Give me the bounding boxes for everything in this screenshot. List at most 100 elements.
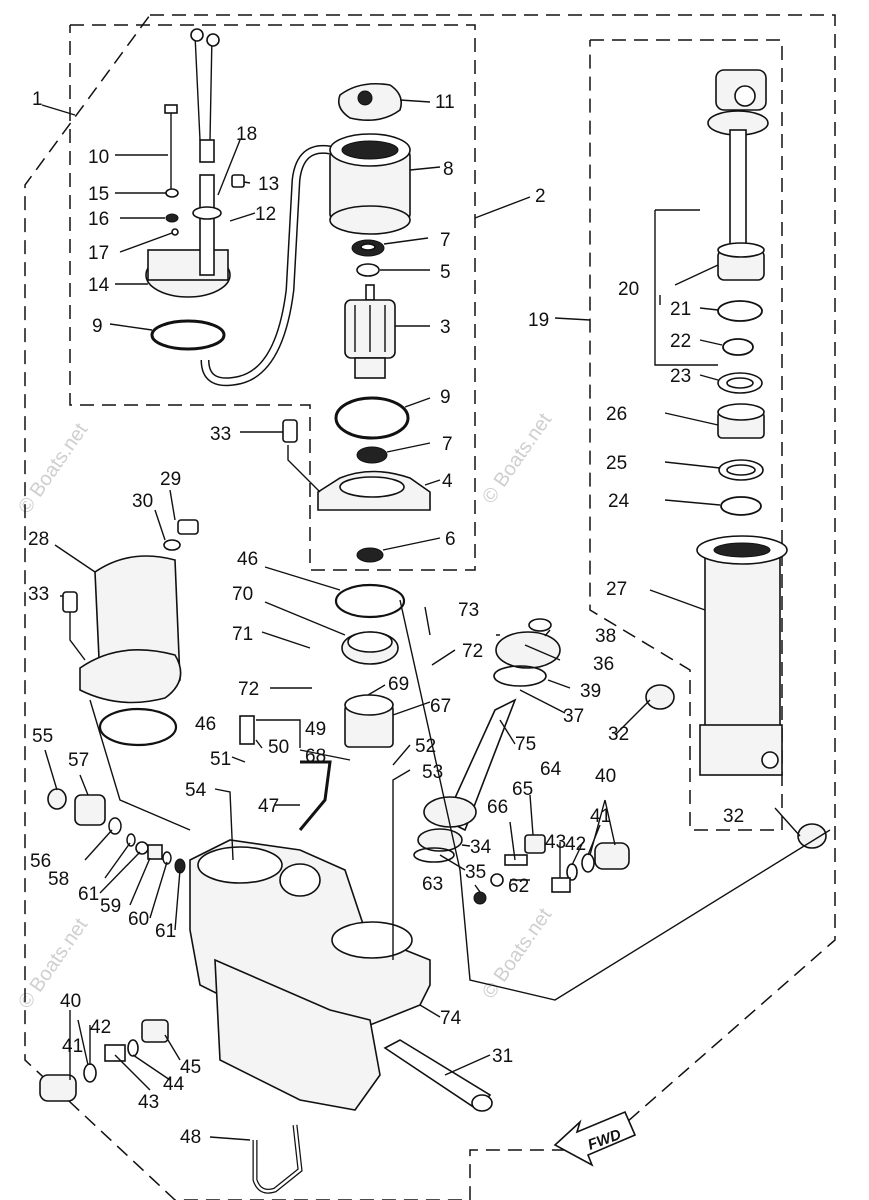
label-55: 55 xyxy=(32,726,53,747)
label-48: 48 xyxy=(180,1127,201,1148)
label-11: 11 xyxy=(435,92,455,113)
label-54: 54 xyxy=(185,780,207,801)
label-28: 28 xyxy=(28,529,49,550)
watermark-2: © Boats.net xyxy=(478,409,556,508)
label-2: 2 xyxy=(535,186,546,207)
label-19: 19 xyxy=(528,310,549,331)
label-3: 3 xyxy=(440,317,451,338)
label-60: 60 xyxy=(128,909,149,930)
label-65: 65 xyxy=(512,779,533,800)
label-67: 67 xyxy=(430,696,451,717)
watermark-1: © Boats.net xyxy=(14,419,92,518)
outer-assembly-boundary xyxy=(24,14,836,1200)
label-46-top: 46 xyxy=(237,549,258,570)
label-74: 74 xyxy=(440,1008,462,1029)
label-49: 49 xyxy=(305,719,326,740)
label-14: 14 xyxy=(88,275,110,296)
label-10: 10 xyxy=(88,147,109,168)
label-16: 16 xyxy=(88,209,109,230)
label-33-left: 33 xyxy=(28,584,49,605)
label-62: 62 xyxy=(508,876,529,897)
label-58: 58 xyxy=(48,869,69,890)
label-17: 17 xyxy=(88,243,109,264)
label-29: 29 xyxy=(160,469,181,490)
label-25: 25 xyxy=(606,453,627,474)
label-26: 26 xyxy=(606,404,627,425)
label-23: 23 xyxy=(670,366,691,387)
label-42-right: 42 xyxy=(565,834,586,855)
label-66: 66 xyxy=(487,797,508,818)
label-7-top: 7 xyxy=(440,230,451,251)
label-36: 36 xyxy=(593,654,614,675)
watermark-4: © Boats.net xyxy=(478,904,556,1003)
label-69: 69 xyxy=(388,674,409,695)
label-32-left: 32 xyxy=(608,724,629,745)
label-57: 57 xyxy=(68,750,89,771)
label-27: 27 xyxy=(606,579,627,600)
label-45: 45 xyxy=(180,1057,201,1078)
label-64: 64 xyxy=(540,759,562,780)
label-4: 4 xyxy=(442,471,453,492)
label-39: 39 xyxy=(580,681,601,702)
label-30: 30 xyxy=(132,491,153,512)
lower-parts xyxy=(39,419,637,1194)
label-72-left: 72 xyxy=(238,679,259,700)
cylinder-parts xyxy=(645,69,827,849)
label-34: 34 xyxy=(470,837,492,858)
label-52: 52 xyxy=(415,736,436,757)
label-35: 35 xyxy=(465,862,486,883)
label-12: 12 xyxy=(255,204,276,225)
label-21: 21 xyxy=(670,299,691,320)
label-41-left: 41 xyxy=(62,1036,83,1057)
label-41-right: 41 xyxy=(590,806,611,827)
label-56: 56 xyxy=(30,851,51,872)
label-15: 15 xyxy=(88,184,109,205)
label-63: 63 xyxy=(422,874,443,895)
label-6: 6 xyxy=(445,529,456,550)
label-33-top: 33 xyxy=(210,424,231,445)
label-9-right: 9 xyxy=(440,387,451,408)
label-24: 24 xyxy=(608,491,630,512)
label-5: 5 xyxy=(440,262,451,283)
label-47: 47 xyxy=(258,796,279,817)
cylinder-group-boundary xyxy=(589,39,783,831)
label-42-left: 42 xyxy=(90,1017,111,1038)
label-13: 13 xyxy=(258,174,279,195)
label-53: 53 xyxy=(422,762,443,783)
label-71: 71 xyxy=(232,624,253,645)
label-32-right: 32 xyxy=(723,806,744,827)
label-38: 38 xyxy=(595,626,616,647)
label-61-right: 61 xyxy=(155,921,176,942)
motor-parts xyxy=(145,28,431,563)
label-37: 37 xyxy=(563,706,584,727)
motor-group-boundary xyxy=(69,24,476,571)
label-7-bottom: 7 xyxy=(442,434,453,455)
label-9-left: 9 xyxy=(92,316,103,337)
fwd-arrow xyxy=(553,1110,637,1167)
label-75: 75 xyxy=(515,734,536,755)
callout-labels: 1 2 3 4 5 6 7 7 8 9 9 10 11 12 13 14 15 … xyxy=(28,89,744,1148)
label-70: 70 xyxy=(232,584,253,605)
label-1: 1 xyxy=(32,89,43,110)
label-18: 18 xyxy=(236,124,257,145)
label-8: 8 xyxy=(443,159,454,180)
label-72-right: 72 xyxy=(462,641,483,662)
label-43-right: 43 xyxy=(545,832,566,853)
label-43-left: 43 xyxy=(138,1092,159,1113)
label-40-left: 40 xyxy=(60,991,81,1012)
label-44: 44 xyxy=(163,1074,185,1095)
label-22: 22 xyxy=(670,331,691,352)
label-46-left: 46 xyxy=(195,714,216,735)
label-61-left: 61 xyxy=(78,884,99,905)
label-50: 50 xyxy=(268,737,289,758)
label-31: 31 xyxy=(492,1046,513,1067)
label-68: 68 xyxy=(305,746,326,767)
label-51: 51 xyxy=(210,749,231,770)
label-59: 59 xyxy=(100,896,121,917)
label-73: 73 xyxy=(458,600,479,621)
label-40-right: 40 xyxy=(595,766,616,787)
leader-lines xyxy=(41,99,831,1141)
label-20: 20 xyxy=(618,279,639,300)
